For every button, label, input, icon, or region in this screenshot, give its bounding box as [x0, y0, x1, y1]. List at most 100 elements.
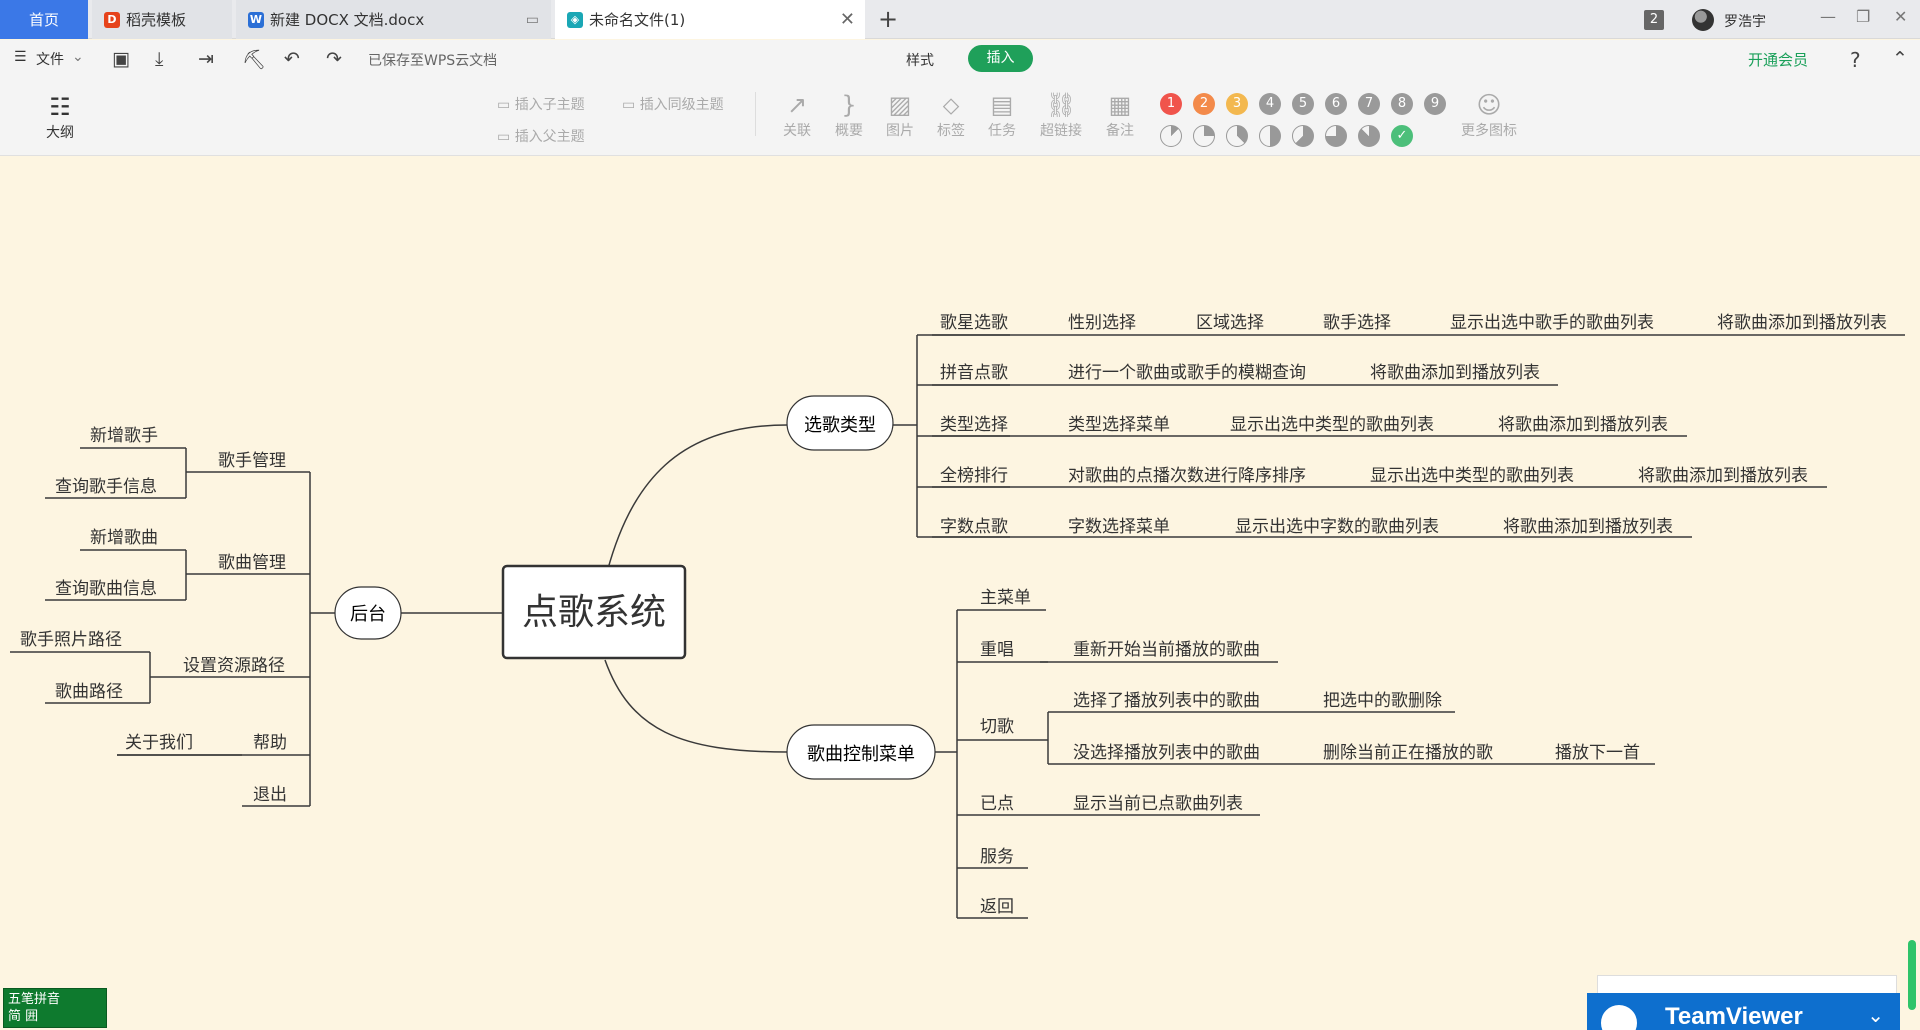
topic[interactable]: 显示出选中类型的歌曲列表	[1230, 415, 1434, 435]
ime-toolbar[interactable]: 五笔拼音 简 囲	[3, 988, 107, 1028]
user-name[interactable]: 罗浩宇	[1724, 14, 1766, 30]
topic[interactable]: 把选中的歌删除	[1323, 691, 1442, 711]
close-tab-icon[interactable]: ✕	[839, 9, 855, 30]
topic[interactable]: 将歌曲添加到播放列表	[1638, 466, 1808, 486]
priority-7-icon[interactable]: 7	[1358, 93, 1380, 115]
topic[interactable]: 拼音点歌	[940, 363, 1008, 383]
topic[interactable]: 性别选择	[1068, 313, 1136, 333]
help-icon[interactable]: ?	[1850, 48, 1861, 72]
topic[interactable]: 将歌曲添加到播放列表	[1717, 313, 1887, 333]
topic[interactable]: 播放下一首	[1555, 743, 1640, 763]
topic[interactable]: 查询歌曲信息	[55, 579, 157, 599]
format-painter-icon[interactable]: ⛏	[242, 49, 267, 71]
topic[interactable]: 将歌曲添加到播放列表	[1503, 517, 1673, 537]
topic[interactable]: 歌手照片路径	[20, 630, 122, 650]
topic[interactable]: 进行一个歌曲或歌手的模糊查询	[1068, 363, 1306, 383]
redo-icon[interactable]: ↷	[326, 48, 342, 70]
topic[interactable]: 帮助	[253, 733, 287, 753]
topic[interactable]: 服务	[980, 847, 1014, 867]
progress-62-icon[interactable]	[1292, 125, 1314, 147]
topic[interactable]: 主菜单	[980, 588, 1031, 608]
branch-node-select[interactable]	[786, 395, 894, 451]
progress-37-icon[interactable]	[1226, 125, 1248, 147]
avatar[interactable]	[1692, 9, 1714, 31]
progress-done-icon[interactable]: ✓	[1391, 125, 1413, 147]
topic[interactable]: 歌手管理	[218, 451, 286, 471]
task-button[interactable]: ▤任务	[977, 90, 1027, 140]
tab-docx[interactable]: W 新建 DOCX 文档.docx ▭	[236, 0, 551, 39]
priority-9-icon[interactable]: 9	[1424, 93, 1446, 115]
topic[interactable]: 新增歌曲	[90, 528, 158, 548]
file-menu[interactable]: 文件	[36, 52, 64, 68]
topic[interactable]: 全榜排行	[940, 466, 1008, 486]
insert-sibling-button[interactable]: ▭ 插入同级主题	[622, 97, 724, 113]
topic[interactable]: 歌曲路径	[55, 682, 123, 702]
topic[interactable]: 关于我们	[125, 733, 193, 753]
topic[interactable]: 选择了播放列表中的歌曲	[1073, 691, 1260, 711]
undo-icon[interactable]: ↶	[284, 48, 300, 70]
topic[interactable]: 切歌	[980, 717, 1014, 737]
topic[interactable]: 歌手选择	[1323, 313, 1391, 333]
restore-icon[interactable]: ❐	[1856, 7, 1871, 26]
priority-3-icon[interactable]: 3	[1226, 93, 1248, 115]
topic[interactable]: 区域选择	[1196, 313, 1264, 333]
priority-1-icon[interactable]: 1	[1160, 93, 1182, 115]
relate-button[interactable]: ↗关联	[772, 90, 822, 140]
topic[interactable]: 没选择播放列表中的歌曲	[1073, 743, 1260, 763]
more-icons-button[interactable]: ☺更多图标	[1452, 90, 1526, 140]
monitor-icon[interactable]: ▭	[525, 11, 539, 28]
close-window-icon[interactable]: ✕	[1894, 7, 1908, 26]
ime-mode[interactable]: 五笔拼音	[8, 992, 61, 1007]
topic[interactable]: 将歌曲添加到播放列表	[1370, 363, 1540, 383]
new-tab-button[interactable]: +	[878, 5, 899, 33]
save-icon[interactable]: ▣	[112, 48, 130, 70]
tag-button[interactable]: ⬦标签	[926, 90, 976, 140]
progress-0-icon[interactable]	[1160, 125, 1182, 147]
image-button[interactable]: ▨图片	[875, 90, 925, 140]
priority-6-icon[interactable]: 6	[1325, 93, 1347, 115]
topic[interactable]: 新增歌手	[90, 426, 158, 446]
chevron-down-icon[interactable]: ⌄	[1867, 1003, 1884, 1027]
topic[interactable]: 对歌曲的点播次数进行降序排序	[1068, 466, 1306, 486]
topic[interactable]: 歌星选歌	[940, 313, 1008, 333]
tab-style[interactable]: 样式	[906, 53, 934, 69]
topic[interactable]: 重新开始当前播放的歌曲	[1073, 640, 1260, 660]
minimize-icon[interactable]: —	[1820, 7, 1836, 26]
tab-insert[interactable]: 插入	[968, 45, 1033, 72]
progress-75-icon[interactable]	[1325, 125, 1347, 147]
tab-docer-templates[interactable]: D 稻壳模板	[92, 0, 232, 39]
topic[interactable]: 歌曲管理	[218, 553, 286, 573]
window-count-badge[interactable]: 2	[1644, 10, 1664, 30]
vip-link[interactable]: 开通会员	[1748, 51, 1809, 69]
topic[interactable]: 类型选择菜单	[1068, 415, 1170, 435]
insert-parent-button[interactable]: ▭ 插入父主题	[497, 129, 585, 145]
priority-8-icon[interactable]: 8	[1391, 93, 1413, 115]
priority-2-icon[interactable]: 2	[1193, 93, 1215, 115]
note-button[interactable]: ▦备注	[1095, 90, 1145, 140]
mindmap-canvas[interactable]: 点歌系统 后台 选歌类型 歌曲控制菜单 歌星选歌 性别选择 区域选择 歌手选择 …	[0, 157, 1920, 1030]
scrollbar[interactable]	[1908, 940, 1916, 1010]
root-node[interactable]	[501, 564, 687, 660]
topic[interactable]: 显示出选中字数的歌曲列表	[1235, 517, 1439, 537]
topic[interactable]: 类型选择	[940, 415, 1008, 435]
topic[interactable]: 字数选择菜单	[1068, 517, 1170, 537]
topic[interactable]: 显示出选中歌手的歌曲列表	[1450, 313, 1654, 333]
progress-25-icon[interactable]	[1193, 125, 1215, 147]
progress-87-icon[interactable]	[1358, 125, 1380, 147]
progress-50-icon[interactable]	[1259, 125, 1281, 147]
ime-options[interactable]: 简 囲	[8, 1009, 39, 1024]
branch-node-backend[interactable]	[334, 586, 402, 640]
topic[interactable]: 显示当前已点歌曲列表	[1073, 794, 1243, 814]
topic[interactable]: 显示出选中类型的歌曲列表	[1370, 466, 1574, 486]
summary-button[interactable]: }概要	[824, 90, 874, 140]
priority-4-icon[interactable]: 4	[1259, 93, 1281, 115]
chevron-down-icon[interactable]: ⌄	[72, 49, 84, 65]
teamviewer-panel[interactable]: TeamViewer ⌄	[1587, 993, 1900, 1030]
download-icon[interactable]: ⤓	[155, 48, 164, 70]
branch-node-control[interactable]	[786, 724, 936, 780]
topic[interactable]: 已点	[980, 794, 1014, 814]
topic[interactable]: 返回	[980, 897, 1014, 917]
export-icon[interactable]: ⇥	[198, 48, 214, 70]
topic[interactable]: 查询歌手信息	[55, 477, 157, 497]
outline-button[interactable]: ☷ 大纲	[35, 92, 85, 142]
